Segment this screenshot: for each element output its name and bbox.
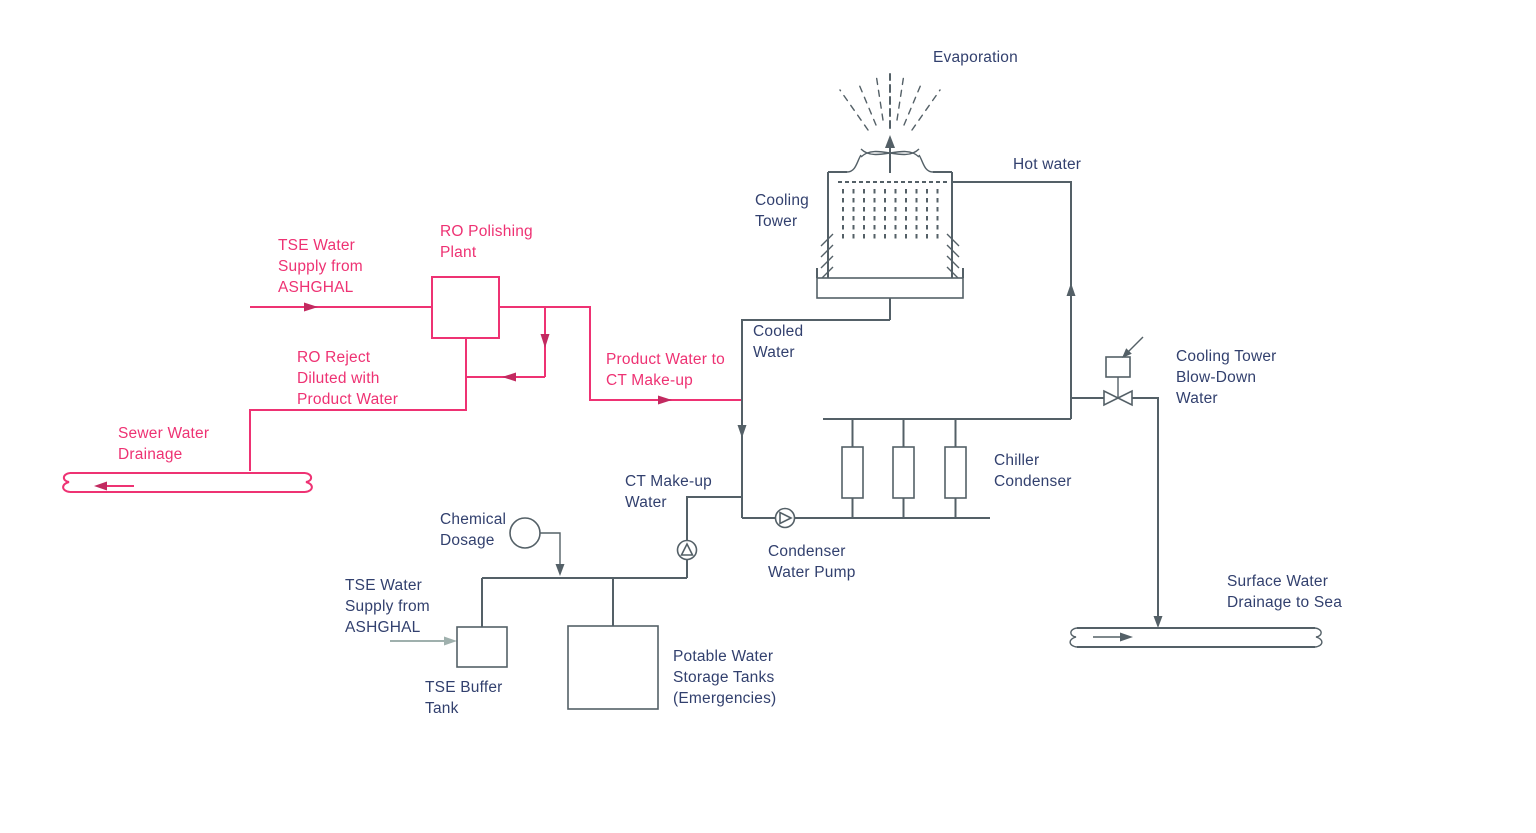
flow-arrow-icon bbox=[885, 135, 895, 148]
label-chemical: Chemical Dosage bbox=[440, 511, 507, 549]
label-ro-reject: RO Reject Diluted with Product Water bbox=[297, 349, 399, 408]
ro-reject-pipe bbox=[249, 338, 467, 471]
chemical-dosage-icon bbox=[509, 517, 565, 576]
ct-makeup-pipe bbox=[481, 496, 741, 627]
flow-arrow-icon bbox=[658, 395, 672, 405]
hot-water-pipe bbox=[952, 181, 1076, 419]
flow-arrow-icon bbox=[540, 334, 550, 348]
label-tse-buffer: TSE Buffer Tank bbox=[425, 679, 503, 717]
flow-arrow-icon bbox=[1066, 283, 1076, 296]
label-blow-down: Cooling Tower Blow-Down Water bbox=[1176, 348, 1277, 407]
flow-arrow-icon bbox=[444, 636, 457, 646]
label-ct-makeup: CT Make-up Water bbox=[625, 473, 712, 511]
label-chiller: Chiller Condenser bbox=[994, 452, 1072, 490]
label-product-water: Product Water to CT Make-up bbox=[606, 351, 725, 389]
control-signal-line bbox=[1127, 336, 1144, 353]
tse-buffer-tank-box bbox=[456, 626, 508, 668]
label-cooling-tower: Cooling Tower bbox=[755, 192, 809, 230]
tse-supply-arrow bbox=[390, 636, 457, 646]
potable-storage-tank-box bbox=[567, 625, 659, 710]
label-sewer: Sewer Water Drainage bbox=[118, 425, 210, 463]
label-condenser-pump: Condenser Water Pump bbox=[768, 543, 856, 581]
label-evaporation: Evaporation bbox=[933, 49, 1018, 66]
flow-arrow-icon bbox=[304, 302, 318, 312]
label-ro-polishing: RO Polishing Plant bbox=[440, 223, 533, 261]
label-cooled-water: Cooled Water bbox=[753, 323, 804, 361]
flow-arrow-icon bbox=[502, 372, 516, 382]
sewer-drainage-pipe-icon bbox=[62, 472, 313, 493]
flow-arrow-icon bbox=[555, 564, 565, 576]
product-dilution-branch-pipe bbox=[466, 307, 550, 382]
cooling-tower-shell bbox=[827, 154, 953, 278]
cooled-water-pipe bbox=[737, 319, 890, 518]
label-tse-supply-pink: TSE Water Supply from ASHGHAL bbox=[278, 237, 363, 296]
tower-louvers-icon bbox=[820, 233, 960, 280]
chiller-condenser-tubes bbox=[841, 446, 967, 499]
cooling-tower-fan-icon bbox=[860, 135, 920, 173]
tse-supply-pipe bbox=[250, 302, 432, 312]
tower-spray-fill-icon bbox=[838, 181, 948, 241]
label-surface: Surface Water Drainage to Sea bbox=[1227, 573, 1343, 611]
condenser-water-pump-icon bbox=[774, 507, 796, 529]
label-tse-supply-black: TSE Water Supply from ASHGHAL bbox=[345, 577, 430, 636]
flow-arrow-icon bbox=[1120, 632, 1133, 642]
evaporation-spray-icon bbox=[839, 73, 941, 131]
control-signal-arrow-icon bbox=[1122, 348, 1132, 358]
surface-drainage-pipe-icon bbox=[1069, 627, 1323, 648]
flow-arrow-icon bbox=[94, 481, 107, 491]
blowdown-control-valve-icon bbox=[1103, 336, 1144, 407]
cooling-tower-basin bbox=[816, 268, 964, 320]
flow-arrow-icon bbox=[1153, 616, 1163, 628]
flow-arrow-icon bbox=[737, 425, 747, 438]
ro-polishing-plant-box bbox=[431, 276, 500, 339]
label-potable: Potable Water Storage Tanks (Emergencies… bbox=[673, 648, 777, 707]
blowdown-pipe bbox=[1071, 397, 1163, 628]
label-hot-water: Hot water bbox=[1013, 156, 1082, 173]
makeup-pump-icon bbox=[676, 539, 698, 561]
